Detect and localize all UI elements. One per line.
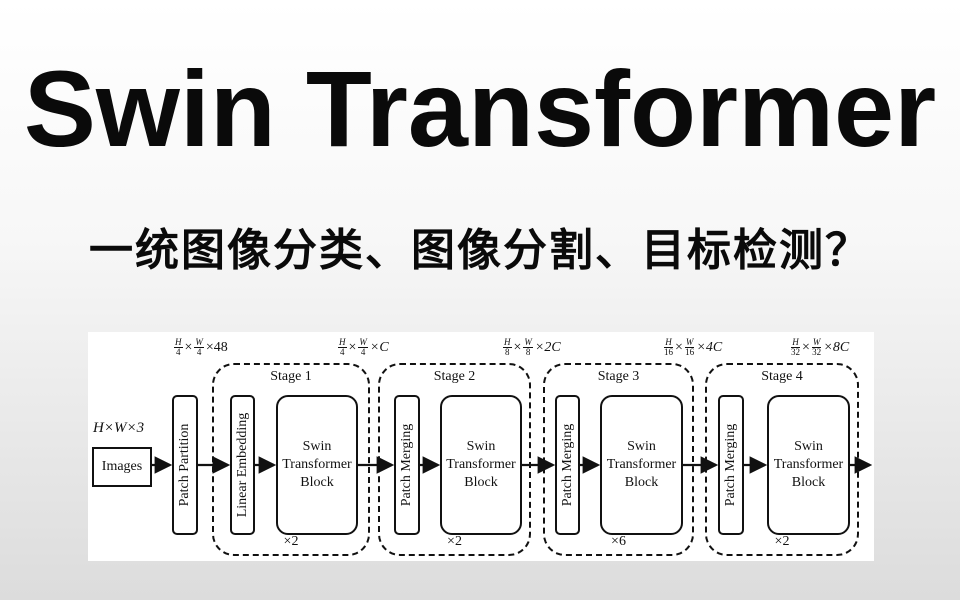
subtitle: 一统图像分类、图像分割、目标检测？	[89, 226, 871, 275]
times-sign: ×	[513, 339, 522, 355]
swin-block-4: Swin Transformer Block	[767, 395, 850, 535]
fraction-numerator: W	[811, 337, 822, 348]
channel-factor: ×4C	[696, 339, 723, 355]
page-title: Swin Transformer	[23, 48, 937, 169]
fraction-denominator: 16	[685, 347, 695, 357]
fraction-numerator: H	[338, 337, 347, 348]
module-label: Patch Merging	[559, 423, 575, 507]
patch-partition-box: Patch Partition	[172, 395, 198, 535]
arrows-layer	[152, 456, 873, 474]
fraction-denominator: 4	[340, 347, 345, 357]
stage-2: Stage 2 ×2	[378, 363, 531, 556]
fraction-numerator: W	[684, 337, 695, 348]
fraction-denominator: 8	[505, 347, 510, 357]
linear-embedding-box: Linear Embedding	[230, 395, 255, 535]
fraction-numerator: W	[358, 337, 368, 348]
repeat-count: ×2	[447, 534, 462, 549]
fraction-denominator: 4	[196, 347, 202, 357]
stage-1: Stage 1 ×2	[212, 363, 370, 556]
images-label: Images	[101, 459, 143, 474]
fraction-denominator: 32	[812, 347, 822, 357]
channel-factor: ×2C	[534, 339, 561, 355]
stage-name: Stage 1	[270, 369, 312, 384]
patch-merging-box: Patch Merging	[394, 395, 420, 535]
block-label: Swin Transformer Block	[606, 439, 677, 490]
fraction-numerator: W	[523, 337, 533, 348]
block-label: Swin Transformer Block	[282, 439, 352, 490]
fraction-denominator: 4	[176, 347, 181, 357]
block-label: Swin Transformer Block	[773, 439, 844, 490]
fraction-denominator: 32	[791, 347, 800, 357]
fraction-numerator: W	[194, 337, 204, 348]
patch-merging-box: Patch Merging	[718, 395, 744, 535]
module-label: Patch Merging	[723, 423, 738, 507]
repeat-count: ×2	[283, 534, 299, 549]
fraction-numerator: H	[174, 337, 183, 348]
times-sign: ×	[184, 339, 193, 355]
swin-block-1: Swin Transformer Block	[276, 395, 358, 535]
stage-name: Stage 4	[761, 369, 803, 384]
fraction-numerator: H	[503, 337, 512, 348]
times-sign: ×	[348, 339, 357, 355]
fraction-denominator: 16	[664, 347, 673, 357]
times-sign: ×	[802, 339, 810, 355]
swin-block-3: Swin Transformer Block	[600, 395, 683, 535]
times-sign: ×	[675, 339, 683, 355]
fraction-numerator: H	[664, 337, 673, 348]
repeat-count: ×2	[774, 534, 790, 549]
module-label: Linear Embedding	[234, 412, 250, 518]
input-dim-label: H×W×3	[93, 420, 145, 436]
fraction-numerator: H	[791, 337, 800, 348]
channel-factor: ×48	[205, 339, 228, 355]
repeat-count: ×6	[611, 534, 626, 549]
swin-block-2: Swin Transformer Block	[440, 395, 522, 535]
block-label: Swin Transformer Block	[446, 439, 516, 490]
stage-name: Stage 2	[433, 369, 476, 384]
stage-name: Stage 3	[597, 369, 640, 384]
module-label: Patch Merging	[399, 423, 414, 507]
fraction-denominator: 4	[360, 347, 366, 357]
channel-factor: ×8C	[823, 339, 850, 355]
images-box: Images	[92, 447, 152, 487]
channel-factor: ×C	[369, 339, 389, 355]
patch-partition-label: Patch Partition	[177, 423, 192, 507]
stage-3: Stage 3 ×6	[543, 363, 694, 556]
stage-4: Stage 4 ×2	[705, 363, 859, 556]
fraction-denominator: 8	[525, 347, 531, 357]
patch-merging-box: Patch Merging	[555, 395, 580, 535]
